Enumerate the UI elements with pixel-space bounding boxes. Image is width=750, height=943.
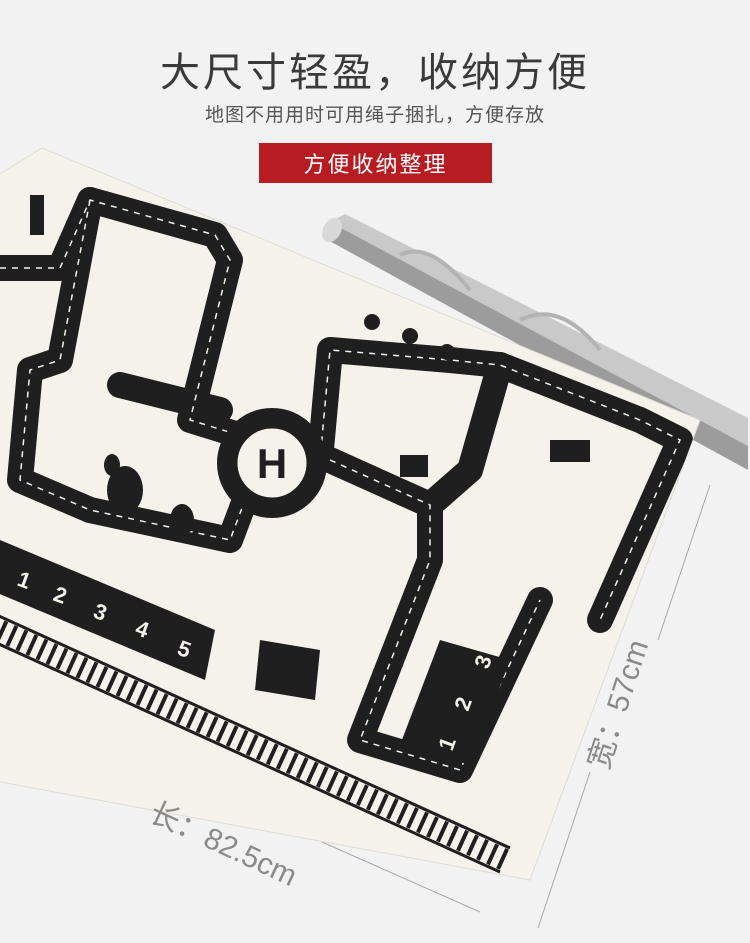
play-mat-sheet (0, 147, 701, 881)
map-illustrations (30, 195, 590, 700)
width-dimension-line-top (657, 484, 711, 641)
parking-slots-right (400, 640, 510, 765)
page-subtitle: 地图不用用时可用绳子捆扎，方便存放 (204, 104, 545, 126)
parking-slots-left (0, 540, 215, 680)
railway-track (0, 610, 511, 874)
feature-badge: 方便收纳整理 (259, 143, 492, 183)
width-dimension-line-bottom (537, 771, 591, 929)
roundabout (217, 408, 327, 518)
length-dimension-line-right (321, 841, 481, 913)
page-title: 大尺寸轻盈，收纳方便 (160, 50, 590, 96)
helipad-letter: H (257, 440, 287, 487)
